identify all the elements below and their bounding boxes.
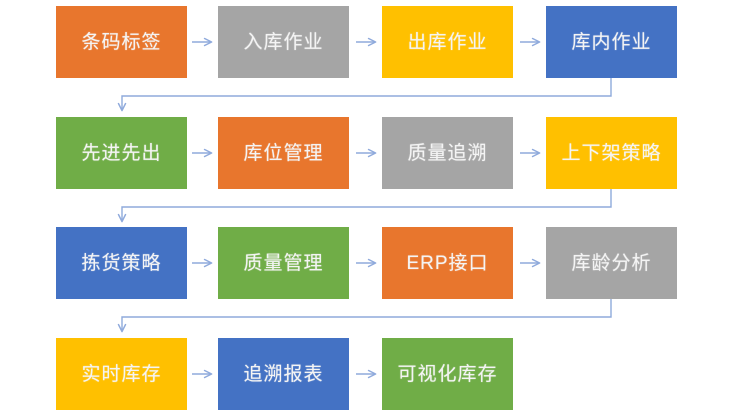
node-barcode-label[interactable]: 条码标签 [56,6,187,78]
node-internal-operation[interactable]: 库内作业 [546,6,677,78]
node-label: 追溯报表 [243,363,324,385]
node-shelving-strategy[interactable]: 上下架策略 [546,117,677,189]
node-visual-inventory[interactable]: 可视化库存 [382,338,513,410]
node-picking-strategy[interactable]: 拣货策略 [56,227,187,299]
node-label: 实时库存 [81,363,162,385]
node-traceability-report[interactable]: 追溯报表 [218,338,349,410]
node-label: 先进先出 [81,142,162,164]
node-label: 库内作业 [571,31,652,53]
node-label: 可视化库存 [397,363,498,385]
node-label: 上下架策略 [561,142,662,164]
node-label: 质量追溯 [407,142,488,164]
node-inbound-operation[interactable]: 入库作业 [218,6,349,78]
node-label: 条码标签 [81,31,162,53]
node-label: 入库作业 [243,31,324,53]
node-inventory-age-analysis[interactable]: 库龄分析 [546,227,677,299]
node-quality-traceability[interactable]: 质量追溯 [382,117,513,189]
node-label: ERP接口 [406,252,489,274]
node-realtime-inventory[interactable]: 实时库存 [56,338,187,410]
node-label: 库龄分析 [571,252,652,274]
node-label: 拣货策略 [81,252,162,274]
node-label: 质量管理 [243,252,324,274]
node-label: 库位管理 [243,142,324,164]
node-location-management[interactable]: 库位管理 [218,117,349,189]
node-quality-management[interactable]: 质量管理 [218,227,349,299]
node-fifo[interactable]: 先进先出 [56,117,187,189]
node-outbound-operation[interactable]: 出库作业 [382,6,513,78]
node-erp-interface[interactable]: ERP接口 [382,227,513,299]
node-label: 出库作业 [407,31,488,53]
